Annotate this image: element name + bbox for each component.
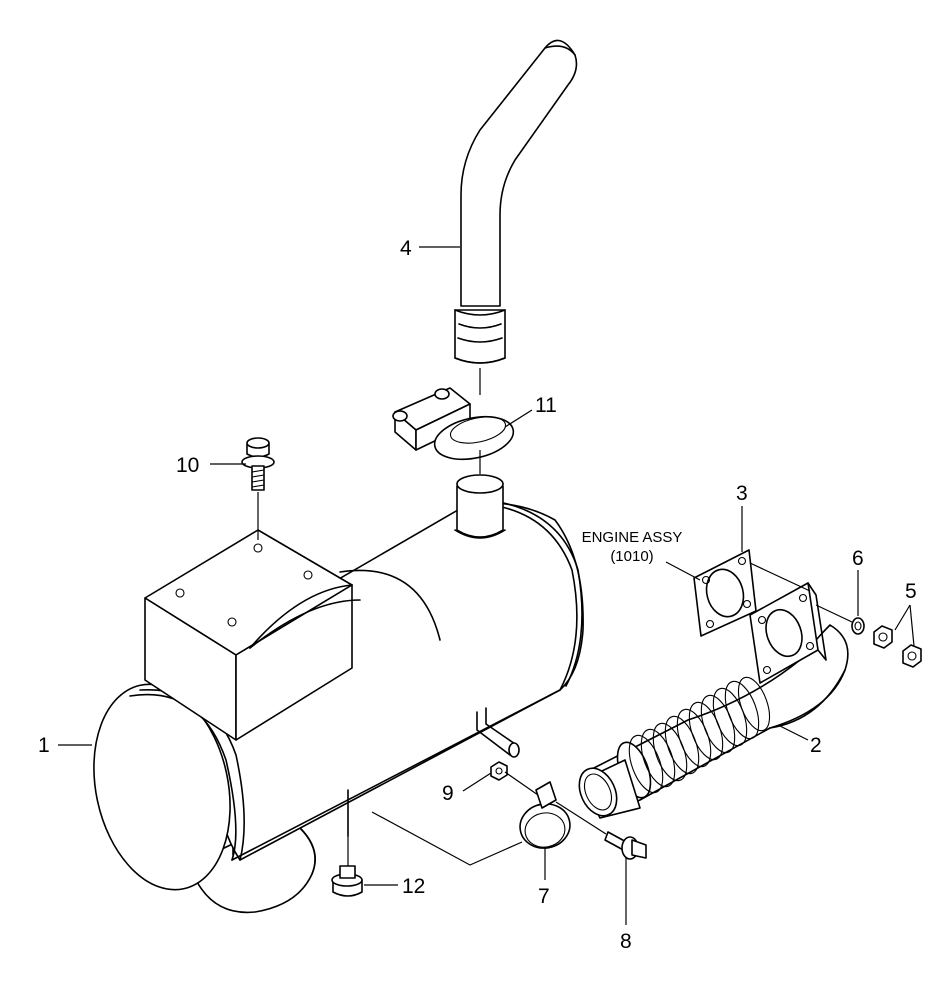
bolt-8	[604, 831, 647, 860]
callout-5: 5	[905, 580, 917, 603]
muffler	[93, 474, 584, 914]
callout-6: 6	[852, 547, 864, 570]
drain-plug	[331, 865, 363, 897]
u-clamp	[392, 387, 515, 461]
callout-1: 1	[38, 734, 50, 757]
callout-11: 11	[535, 394, 557, 417]
nut-9	[490, 761, 508, 781]
callout-4: 4	[400, 237, 412, 260]
callout-8: 8	[620, 930, 632, 953]
assembly-lines	[257, 368, 853, 866]
callout-3: 3	[736, 482, 748, 505]
washer-6	[851, 617, 865, 635]
note-line-2: (1010)	[610, 548, 653, 565]
note-line-1: ENGINE ASSY	[582, 529, 683, 546]
callout-labels: 1 2 3 4 5 6 7 8 9 10 11 12	[38, 237, 917, 953]
callout-12: 12	[402, 875, 425, 898]
engine-assy-note: ENGINE ASSY (1010)	[582, 529, 683, 565]
tail-pipe	[454, 39, 578, 364]
leader-lines	[58, 246, 915, 925]
nut-5	[873, 625, 922, 668]
callout-10: 10	[176, 454, 199, 477]
pipe-clamp	[519, 781, 571, 849]
callout-7: 7	[538, 885, 550, 908]
callout-2: 2	[810, 734, 822, 757]
bolt-10	[241, 437, 275, 491]
flex-exhaust-pipe	[578, 582, 849, 819]
gasket	[693, 549, 757, 637]
callout-9: 9	[442, 782, 454, 805]
